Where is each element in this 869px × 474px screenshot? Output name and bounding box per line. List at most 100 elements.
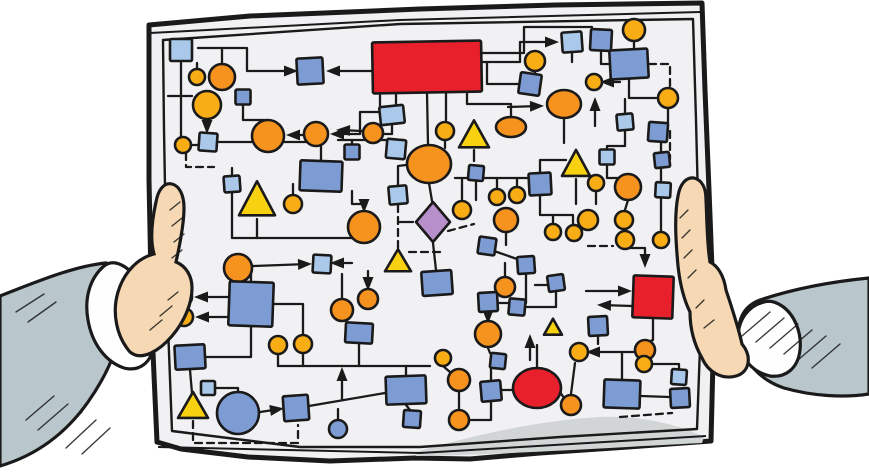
arrowhead-icon [330,257,344,269]
flowchart-node-square [168,37,194,63]
flowchart-node-square [401,408,423,430]
flowchart-connector [465,91,513,118]
flowchart-node-square [343,143,361,161]
flowchart-node-square [197,131,219,153]
arrowhead-icon [529,100,544,112]
flowchart-node-rect [370,39,484,95]
flowchart-node-square [653,180,673,200]
flowchart-node-circle [656,86,680,110]
sketch-hatch-line [169,201,181,211]
flowchart-node-triangle [542,317,564,337]
arrowhead-icon [362,277,374,291]
flowchart-node-circle [543,222,563,242]
flowchart-node-rect [343,321,375,345]
arrowhead-icon [284,65,298,77]
flowchart-connector [307,391,387,408]
sketch-hatch-line [797,335,827,361]
flowchart-node-triangle [457,119,491,149]
flowchart-node-circle [568,341,590,363]
flowchart-connector-dashed [191,419,300,445]
flowchart-node-circle [267,334,289,356]
flowchart-connector-dashed [618,411,674,419]
flowchart-node-square [478,378,504,404]
flowchart-node-square [476,290,500,314]
sketch-hatch-line [149,319,163,331]
flowchart-node-square [527,171,553,197]
arrowhead-icon [639,254,651,268]
left-hand-thumb [113,182,194,358]
flowchart-node-square [588,27,614,53]
flowchart-node-square [222,174,242,194]
flowchart-connector-dashed [647,62,672,89]
flowchart-connector [425,91,430,146]
flowchart-node-circle [361,121,385,145]
flowchart-node-ellipse [494,115,528,139]
flowchart-node-circle [576,208,600,232]
flowchart-connector [538,158,568,174]
arrowhead-icon [524,334,536,348]
flowchart-node-rect [384,374,428,406]
flowchart-node-circle [191,89,223,121]
flowchart-node-square [199,379,217,397]
flowchart-node-square [669,367,689,387]
flowchart-connector [569,361,577,396]
flowchart-connector [524,290,558,309]
flowchart-node-circle [621,17,647,43]
sketch-hatch-line [755,317,785,343]
sketch-hatch-line [65,419,97,449]
flowchart-node-circle [614,229,636,251]
flowchart-node-rect [298,159,344,193]
sketch-hatch-line [171,249,183,259]
sketch-hatch-line [167,291,179,301]
arrowhead-icon [482,310,494,324]
flowchart-node-square [586,314,610,338]
flowchart-connector [650,362,681,371]
flowchart-connector [241,103,269,122]
flowchart-node-square [515,254,537,276]
flowchart-connector [188,368,194,395]
sketch-hatch-line [81,427,111,455]
flowchart-connector [627,77,658,100]
flowchart-node-square [545,272,567,294]
flowchart-node-circle [613,172,643,202]
flowchart-node-square [476,235,498,257]
arrowhead-icon [326,65,340,77]
arrowhead-icon [618,285,632,297]
flowchart-connector [605,128,627,151]
sketch-hatch-line [173,233,185,243]
flowchart-connector [396,163,408,187]
arrowhead-icon [336,367,348,381]
sketch-hatch-line [51,411,83,441]
sketch-hatch-line [811,343,841,369]
flowchart-node-square [466,163,486,183]
flowchart-connector [485,60,521,86]
flowchart-node-circle [282,193,304,215]
sketch-hatch-line [681,229,691,239]
sketch-hatch-line [769,323,799,349]
flowchart-node-circle [487,187,507,207]
flowchart-node-circle [433,348,453,368]
flowchart-node-circle [651,230,671,250]
sketch-hatch-line [783,329,813,355]
paper-curl-top [149,11,701,34]
flowchart-node-circle [302,120,330,148]
arrowhead-icon [545,36,559,48]
flowchart-node-square [387,184,409,206]
paper-curl-bottom [157,435,707,455]
arrowhead-icon [194,291,208,303]
sketch-hatch-line [683,249,693,259]
flowchart-connector-dashed [446,222,476,233]
flowchart-node-rect [420,268,454,298]
sketch-hatch-line [687,269,697,279]
flowchart-node-circle [292,333,314,355]
flowchart-node-triangle [383,247,413,273]
flowchart-connector [623,198,630,212]
flowchart-connector [332,91,382,136]
arrowhead-icon [269,405,284,416]
flowchart-node-circle [173,135,193,155]
flowchart-node-circle [356,287,380,311]
sketch-hatch-line [15,293,45,313]
flowchart-node-circle [207,62,237,92]
